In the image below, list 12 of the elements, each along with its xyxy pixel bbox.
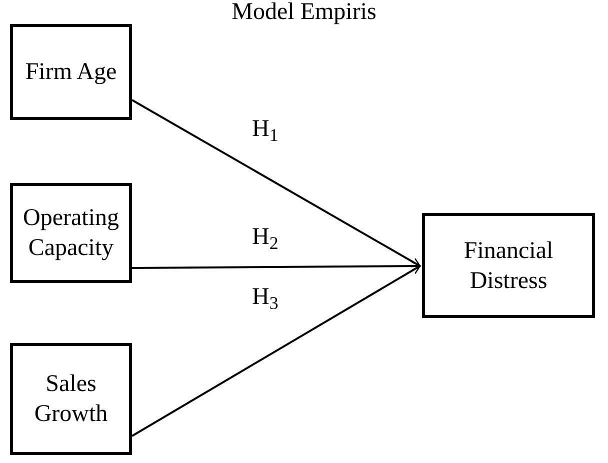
box-label: Sales Growth	[33, 370, 109, 429]
variable-box	[10, 183, 132, 283]
variable-box	[10, 24, 132, 120]
variable-box	[10, 343, 132, 455]
box-label: Operating Capacity	[22, 204, 120, 263]
arrow	[132, 261, 421, 271]
diagram-title: Model Empiris	[230, 0, 378, 24]
arrow	[132, 99, 421, 267]
box-label: Financial Distress	[462, 236, 554, 296]
arrow	[132, 265, 421, 437]
box-label: Firm Age	[24, 58, 118, 87]
variable-box	[422, 213, 595, 318]
